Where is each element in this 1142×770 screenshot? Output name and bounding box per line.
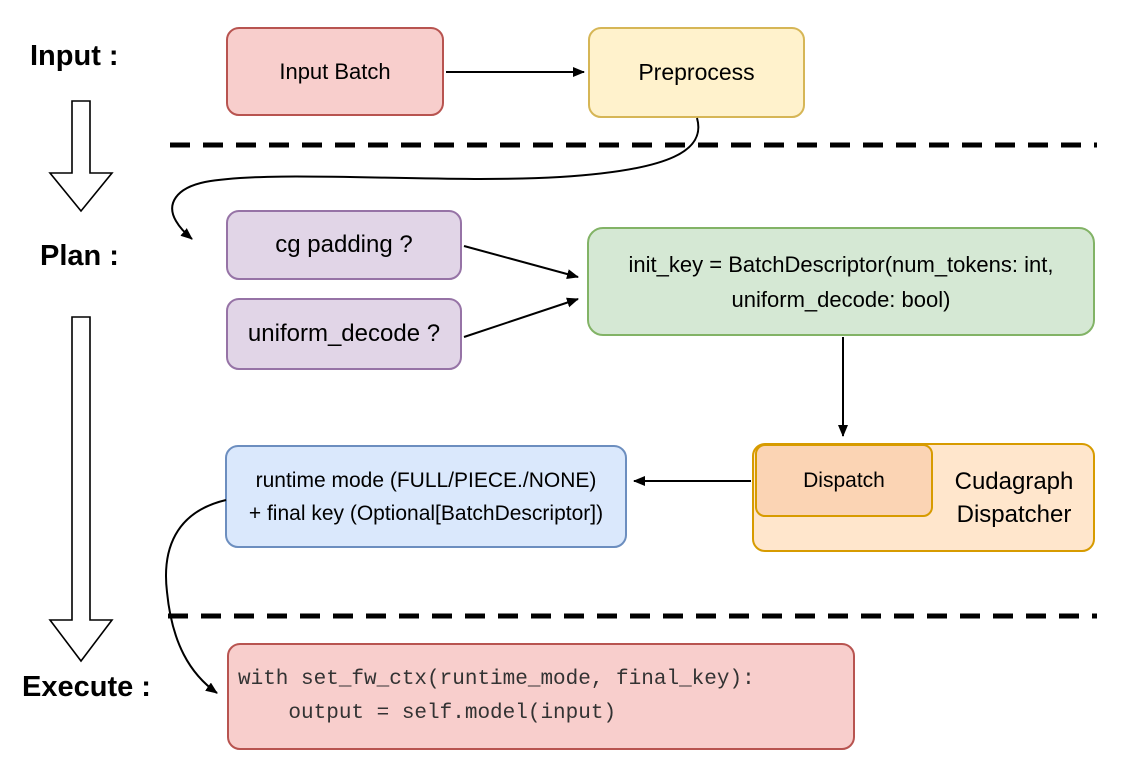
node-runtime-mode: runtime mode (FULL/PIECE./NONE) + final … [225,445,627,548]
node-input-batch: Input Batch [226,27,444,116]
connector-uniform-decode-to-init-key [463,297,579,338]
node-runtime-mode-line1: runtime mode (FULL/PIECE./NONE) [255,468,597,492]
dispatcher-label-line2: Dispatcher [956,500,1072,528]
execute-code-line1: with set_fw_ctx(runtime_mode, final_key)… [238,667,755,691]
flow-arrow-plan-to-execute [48,316,114,663]
node-cudagraph-dispatcher-label: Cudagraph Dispatcher [933,443,1095,552]
connector-runtime-mode-to-execute-code [165,499,227,694]
node-runtime-mode-line2: + final key (Optional[BatchDescriptor]) [248,501,604,525]
dispatcher-label-line1: Cudagraph [954,467,1074,495]
node-input-batch-label: Input Batch [279,59,391,84]
node-cg-padding: cg padding ? [226,210,462,280]
node-uniform-decode-label: uniform_decode ? [247,320,441,347]
node-dispatch-label: Dispatch [803,468,885,492]
stage-label-execute: Execute : [22,671,151,703]
node-cg-padding-label: cg padding ? [275,231,413,258]
node-preprocess-label: Preprocess [638,59,755,86]
node-init-key-line2: uniform_decode: bool) [731,286,951,312]
node-execute-code: with set_fw_ctx(runtime_mode, final_key)… [227,643,855,750]
execute-code-line2: output = self.model(input) [238,701,617,725]
stage-label-input: Input : [30,40,119,72]
node-uniform-decode: uniform_decode ? [226,298,462,370]
stage-label-plan: Plan : [40,240,119,272]
flow-arrow-input-to-plan [48,100,114,213]
node-preprocess: Preprocess [588,27,805,118]
connector-cg-padding-to-init-key [463,245,579,279]
node-init-key-line1: init_key = BatchDescriptor(num_tokens: i… [628,251,1054,277]
node-init-key: init_key = BatchDescriptor(num_tokens: i… [587,227,1095,336]
node-dispatch: Dispatch [755,444,933,517]
